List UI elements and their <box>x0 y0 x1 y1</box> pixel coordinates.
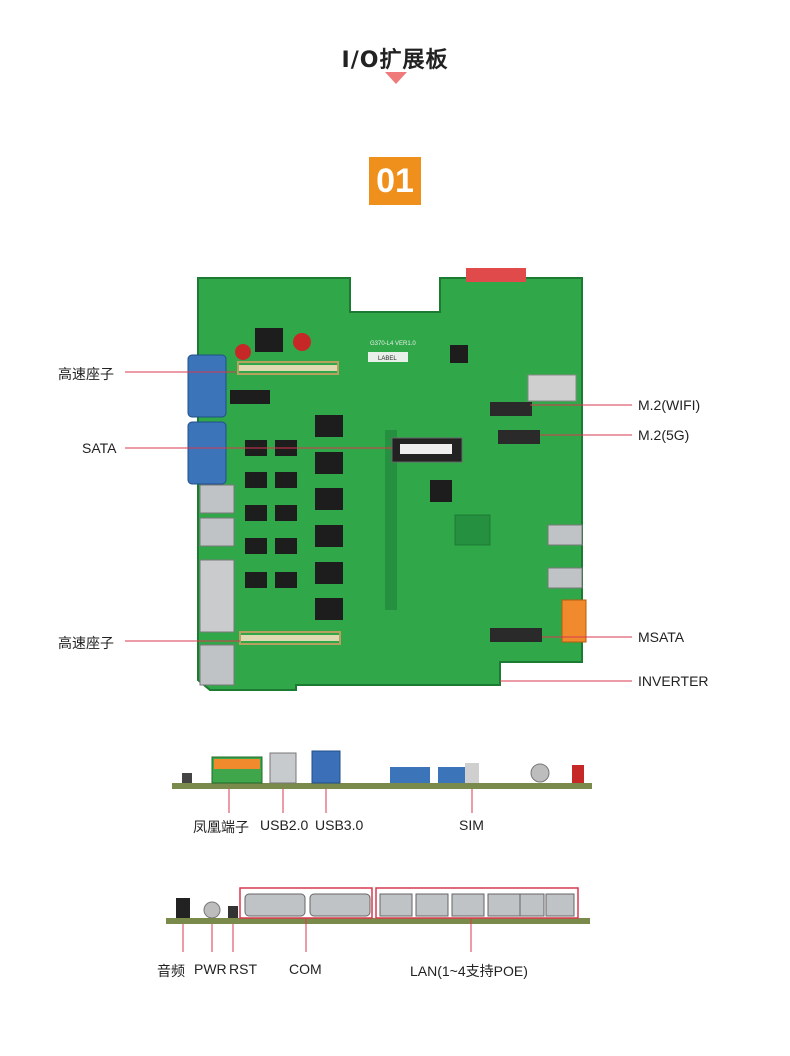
label-usb3: USB3.0 <box>315 817 364 833</box>
silk-label-text: LABEL <box>378 356 397 362</box>
label-phoenix-terminal: 凤凰端子 <box>193 819 249 835</box>
callout-m2-wifi: M.2(WIFI) <box>638 397 701 413</box>
board-side-view-1 <box>172 750 592 813</box>
label-lan: LAN(1~4支持POE) <box>410 963 528 979</box>
callout-m2-5g: M.2(5G) <box>638 427 690 443</box>
label-audio: 音频 <box>157 963 185 979</box>
label-rst: RST <box>229 961 257 977</box>
board-top-view: G370-L4 VER1.0 LABEL <box>125 268 632 691</box>
callout-sata: SATA <box>82 440 117 456</box>
page-title: I/O扩展板 <box>341 48 449 73</box>
callout-msata: MSATA <box>638 629 685 645</box>
callout-high-speed-connector-top: 高速座子 <box>58 366 114 382</box>
label-pwr: PWR <box>194 961 227 977</box>
title-indicator <box>385 72 407 84</box>
silk-model-text: G370-L4 VER1.0 <box>370 341 416 347</box>
callout-inverter: INVERTER <box>638 673 709 689</box>
board-side-view-2 <box>166 887 590 952</box>
label-sim: SIM <box>459 817 484 833</box>
label-com: COM <box>289 961 322 977</box>
callout-high-speed-connector-bottom: 高速座子 <box>58 635 114 651</box>
label-usb2: USB2.0 <box>260 817 309 833</box>
section-number-badge: 01 <box>369 157 421 205</box>
